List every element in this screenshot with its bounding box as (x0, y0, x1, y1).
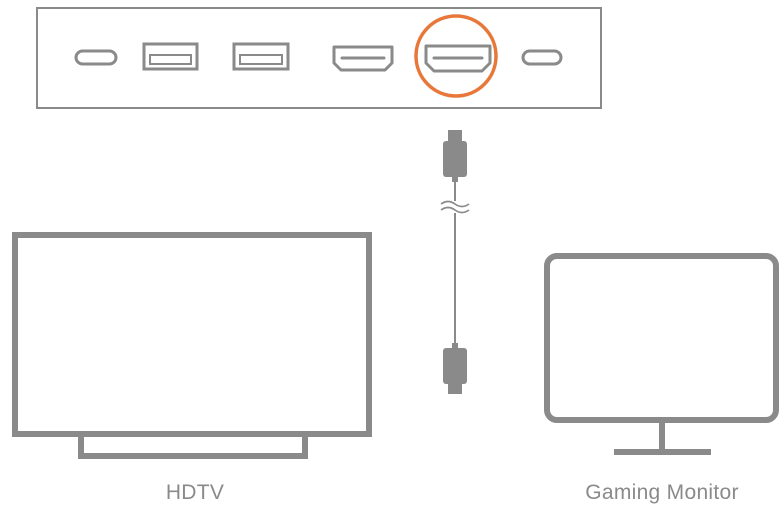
gaming-monitor-label: Gaming Monitor (585, 481, 739, 504)
gaming-monitor-icon (544, 253, 779, 455)
usb-c-port-icon (74, 49, 118, 66)
hdtv-icon (12, 232, 372, 459)
usb-a-port-icon (142, 42, 199, 71)
dock-body (36, 7, 602, 109)
hdtv-label: HDTV (166, 481, 224, 504)
dock (36, 7, 602, 109)
hdmi-port-icon (424, 44, 492, 73)
usb-c-port-icon (521, 49, 563, 66)
hdmi-port-icon (332, 45, 394, 72)
highlight-circle (414, 14, 498, 98)
usb-a-port-icon (232, 42, 290, 71)
hdmi-cable-icon (440, 130, 470, 394)
